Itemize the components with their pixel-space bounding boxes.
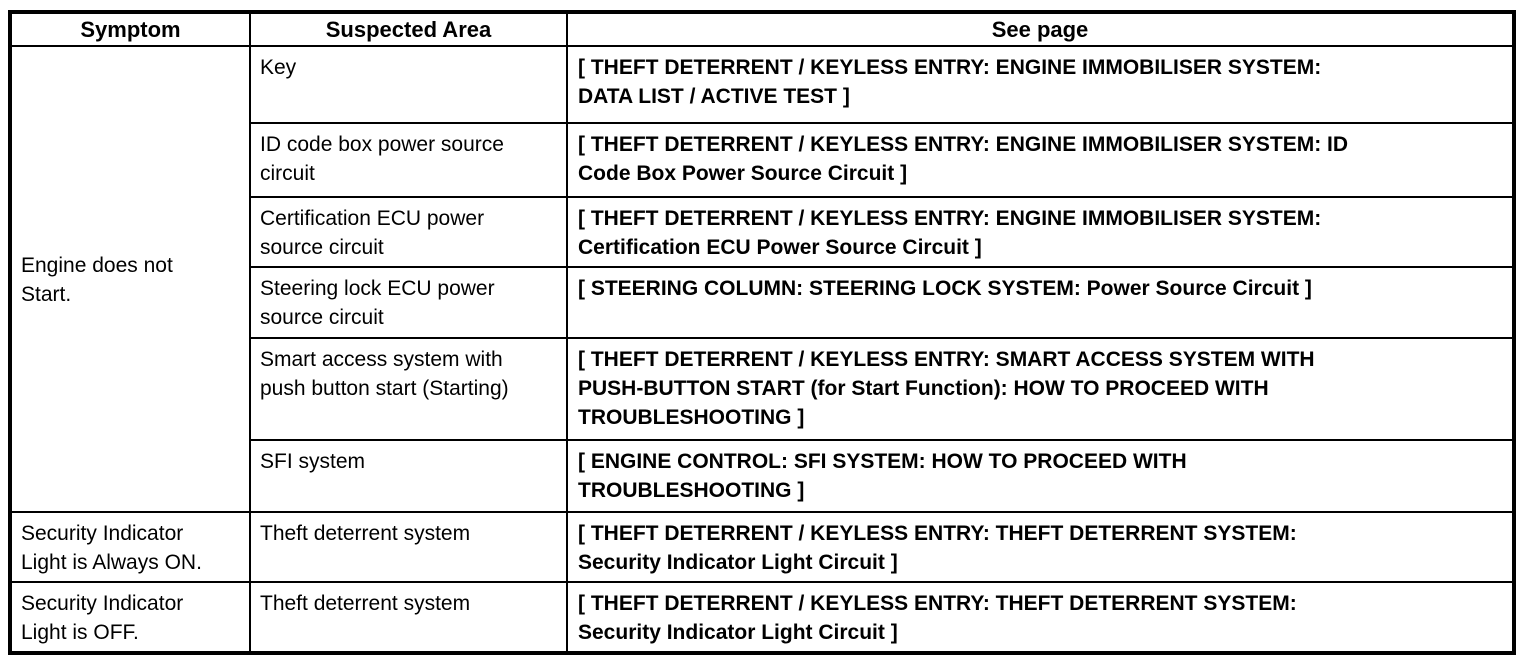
column-header-see-page: See page bbox=[566, 11, 1515, 47]
see-page-cell: [ THEFT DETERRENT / KEYLESS ENTRY: THEFT… bbox=[566, 511, 1515, 583]
table-row: Certification ECU power source circuit [… bbox=[10, 196, 1515, 268]
suspected-area-cell: Steering lock ECU power source circuit bbox=[249, 266, 568, 339]
table-row: ID code box power source circuit [ THEFT… bbox=[10, 122, 1515, 198]
table-row: SFI system [ ENGINE CONTROL: SFI SYSTEM:… bbox=[10, 439, 1515, 513]
suspected-area-cell: Theft deterrent system bbox=[249, 581, 568, 654]
table-row: Security Indicator Light is Always ON. T… bbox=[9, 511, 1515, 583]
suspected-area-cell: SFI system bbox=[249, 439, 568, 513]
see-page-cell: [ ENGINE CONTROL: SFI SYSTEM: HOW TO PRO… bbox=[566, 439, 1515, 513]
suspected-area-cell: Smart access system with push button sta… bbox=[249, 337, 568, 441]
suspected-area-cell: ID code box power source circuit bbox=[249, 122, 568, 198]
column-header-symptom: Symptom bbox=[9, 11, 251, 47]
symptom-cell-security-light-always-on: Security Indicator Light is Always ON. bbox=[9, 511, 251, 583]
see-page-cell: [ STEERING COLUMN: STEERING LOCK SYSTEM:… bbox=[566, 266, 1515, 339]
column-header-suspected-area: Suspected Area bbox=[249, 11, 568, 47]
suspected-area-cell: Certification ECU power source circuit bbox=[249, 196, 568, 268]
symptom-cell-engine-does-not-start: Engine does not Start. bbox=[9, 45, 251, 513]
table-header-row: Symptom Suspected Area See page bbox=[9, 11, 1515, 47]
table-row: Steering lock ECU power source circuit [… bbox=[10, 266, 1515, 339]
see-page-cell: [ THEFT DETERRENT / KEYLESS ENTRY: ENGIN… bbox=[566, 45, 1515, 124]
table-row: Smart access system with push button sta… bbox=[10, 337, 1515, 441]
table-row: Engine does not Start. Key [ THEFT DETER… bbox=[9, 45, 1515, 513]
see-page-cell: [ THEFT DETERRENT / KEYLESS ENTRY: ENGIN… bbox=[566, 122, 1515, 198]
symptom-table: Symptom Suspected Area See page Engine d… bbox=[8, 10, 1516, 655]
symptom-cell-security-light-off: Security Indicator Light is OFF. bbox=[9, 581, 251, 654]
see-page-cell: [ THEFT DETERRENT / KEYLESS ENTRY: ENGIN… bbox=[566, 196, 1515, 268]
table-row: Security Indicator Light is OFF. Theft d… bbox=[9, 581, 1515, 654]
see-page-cell: [ THEFT DETERRENT / KEYLESS ENTRY: SMART… bbox=[566, 337, 1515, 441]
see-page-cell: [ THEFT DETERRENT / KEYLESS ENTRY: THEFT… bbox=[566, 581, 1515, 654]
suspected-area-cell: Theft deterrent system bbox=[249, 511, 568, 583]
suspected-area-cell: Key bbox=[249, 45, 568, 124]
